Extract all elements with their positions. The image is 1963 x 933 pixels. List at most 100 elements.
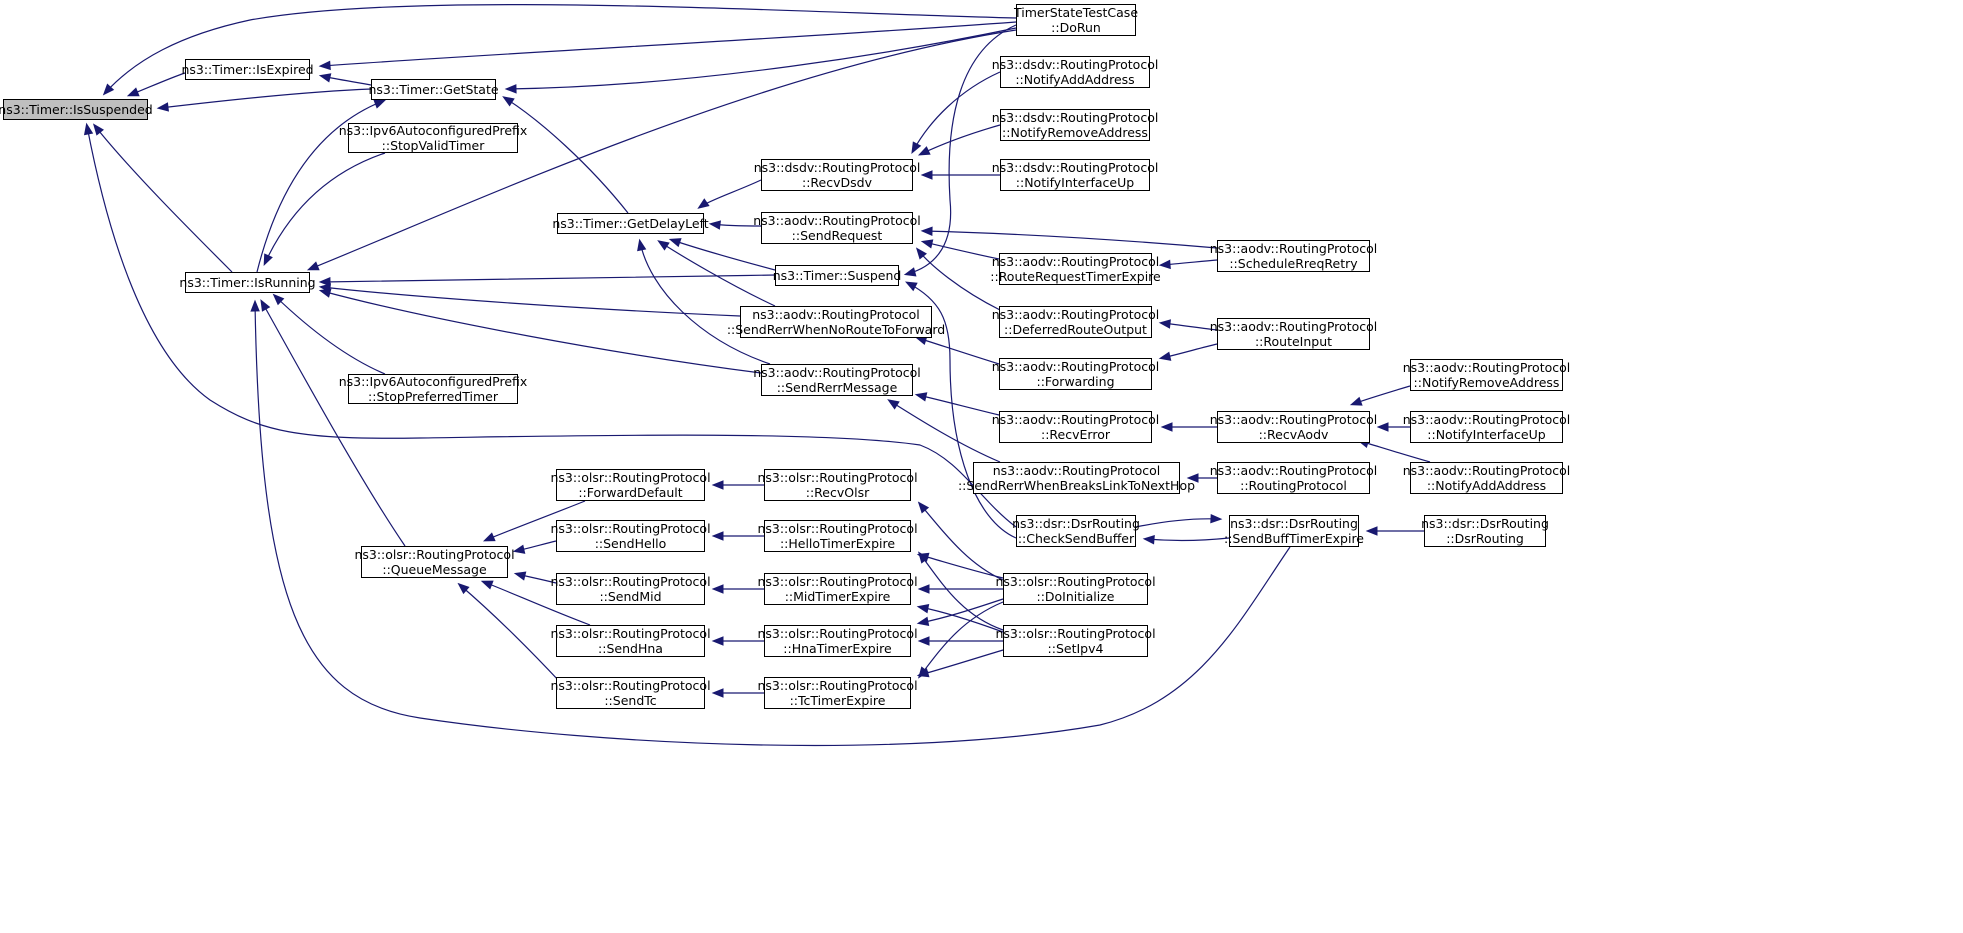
edge-aodv-send-rerr-msg-to-is-running: [318, 288, 762, 374]
node-dsr-send-buff-timer[interactable]: ns3::dsr::DsrRouting::SendBuffTimerExpir…: [1224, 515, 1364, 547]
node-aodv-recv-error[interactable]: ns3::aodv::RoutingProtocol::RecvError: [992, 411, 1159, 443]
node-olsr-queue-message[interactable]: ns3::olsr::RoutingProtocol::QueueMessage: [354, 546, 515, 578]
edge-dsdv-notify-add-to-dsdv-recv: [911, 71, 1001, 154]
edge-timer-state-test-to-is-expired: [318, 21, 1017, 71]
edge-olsr-do-initialize-to-olsr-hello-timer: [916, 552, 1004, 579]
node-dsdv-notify-remove[interactable]: ns3::dsdv::RoutingProtocol::NotifyRemove…: [992, 109, 1158, 141]
node-label: ::StopPreferredTimer: [368, 389, 498, 404]
edge-olsr-send-hello-to-olsr-queue-message: [512, 540, 557, 554]
node-aodv-notify-if-up[interactable]: ns3::aodv::RoutingProtocol::NotifyInterf…: [1403, 411, 1570, 443]
edge-olsr-set-ipv4-to-olsr-mid-timer: [916, 603, 1004, 633]
edge-olsr-mid-timer-to-olsr-send-mid: [711, 584, 764, 594]
edge-olsr-do-initialize-to-olsr-recv-olsr: [917, 501, 1004, 581]
edge-olsr-do-initialize-to-olsr-tc-timer: [917, 601, 1004, 679]
node-olsr-recv-olsr[interactable]: ns3::olsr::RoutingProtocol::RecvOlsr: [757, 469, 918, 501]
node-label: ns3::aodv::RoutingProtocol: [1402, 412, 1571, 427]
edge-aodv-deferred-route-to-aodv-send-request: [915, 247, 1001, 311]
node-olsr-send-hello[interactable]: ns3::olsr::RoutingProtocol::SendHello: [550, 520, 711, 552]
node-label: ns3::aodv::RoutingProtocol: [1209, 463, 1378, 478]
node-ipv6-stop-valid[interactable]: ns3::Ipv6AutoconfiguredPrefix::StopValid…: [339, 123, 527, 153]
node-label: ns3::Timer::GetState: [368, 82, 499, 97]
node-olsr-send-hna[interactable]: ns3::olsr::RoutingProtocol::SendHna: [550, 625, 711, 657]
node-olsr-forward-default[interactable]: ns3::olsr::RoutingProtocol::ForwardDefau…: [550, 469, 711, 501]
node-label: ns3::Ipv6AutoconfiguredPrefix: [338, 374, 528, 389]
node-ipv6-stop-preferred[interactable]: ns3::Ipv6AutoconfiguredPrefix::StopPrefe…: [339, 374, 527, 404]
node-label: ::SendRerrWhenBreaksLinkToNextHop: [957, 478, 1196, 493]
edge-timer-state-test-to-is-suspended: [102, 3, 1017, 96]
edge-ipv6-stop-preferred-to-is-running: [272, 293, 386, 375]
edge-get-delay-left-to-get-state: [502, 96, 629, 214]
node-label: ::SendRerrMessage: [776, 380, 898, 395]
node-aodv-routing-protocol[interactable]: ns3::aodv::RoutingProtocol::RoutingProto…: [1210, 462, 1377, 494]
node-dsdv-recv[interactable]: ns3::dsdv::RoutingProtocol::RecvDsdv: [754, 159, 920, 191]
node-aodv-send-rerr-msg[interactable]: ns3::aodv::RoutingProtocol::SendRerrMess…: [753, 364, 921, 396]
node-dsdv-notify-if-up[interactable]: ns3::dsdv::RoutingProtocol::NotifyInterf…: [992, 159, 1158, 191]
node-timer-suspend[interactable]: ns3::Timer::Suspend: [772, 265, 902, 286]
node-aodv-send-request[interactable]: ns3::aodv::RoutingProtocol::SendRequest: [753, 212, 921, 244]
node-aodv-send-rerr-breaks[interactable]: ns3::aodv::RoutingProtocol::SendRerrWhen…: [958, 462, 1195, 494]
node-label: ::NotifyAddAddress: [1426, 478, 1547, 493]
node-is-running[interactable]: ns3::Timer::IsRunning: [179, 272, 316, 293]
edge-aodv-send-request-to-get-delay-left: [708, 220, 762, 230]
node-aodv-notify-add[interactable]: ns3::aodv::RoutingProtocol::NotifyAddAdd…: [1403, 462, 1570, 494]
node-is-suspended: ns3::Timer::IsSuspended: [0, 99, 153, 120]
node-label: ns3::dsr::DsrRouting: [1421, 516, 1549, 531]
node-dsdv-notify-add[interactable]: ns3::dsdv::RoutingProtocol::NotifyAddAdd…: [992, 56, 1158, 88]
node-label: ns3::olsr::RoutingProtocol: [757, 626, 918, 641]
edge-olsr-hna-timer-to-olsr-send-hna: [711, 636, 764, 646]
node-label: ns3::olsr::RoutingProtocol: [550, 574, 711, 589]
node-get-state[interactable]: ns3::Timer::GetState: [368, 79, 499, 100]
node-label: ns3::dsdv::RoutingProtocol: [991, 160, 1159, 175]
edge-aodv-route-input-to-aodv-forwarding: [1158, 343, 1218, 361]
edge-aodv-recv-error-to-aodv-send-rerr-msg: [914, 392, 1000, 416]
edge-aodv-route-request-timer-to-aodv-send-request: [920, 239, 1000, 260]
edge-aodv-send-rerr-breaks-to-aodv-send-rerr-msg: [887, 399, 1001, 463]
node-label: ns3::Timer::IsRunning: [179, 275, 316, 290]
edge-aodv-send-rerr-no-route-to-get-delay-left: [657, 240, 776, 307]
node-label: ::SendRequest: [791, 228, 883, 243]
edge-olsr-set-ipv4-to-olsr-tc-timer: [916, 649, 1004, 678]
node-aodv-recv-aodv[interactable]: ns3::aodv::RoutingProtocol::RecvAodv: [1210, 411, 1377, 443]
node-olsr-send-tc[interactable]: ns3::olsr::RoutingProtocol::SendTc: [550, 677, 711, 709]
node-olsr-set-ipv4[interactable]: ns3::olsr::RoutingProtocol::SetIpv4: [995, 625, 1156, 657]
node-label: ::RouteInput: [1254, 334, 1333, 349]
node-get-delay-left[interactable]: ns3::Timer::GetDelayLeft: [552, 213, 709, 234]
node-label: ns3::Timer::Suspend: [772, 268, 902, 283]
node-label: ns3::dsr::DsrRouting: [1012, 516, 1140, 531]
node-label: ns3::aodv::RoutingProtocol: [992, 463, 1161, 478]
node-aodv-schedule-rreq[interactable]: ns3::aodv::RoutingProtocol::ScheduleRreq…: [1210, 240, 1377, 272]
node-label: ::NotifyAddAddress: [1015, 72, 1135, 87]
node-dsr-dsr-routing[interactable]: ns3::dsr::DsrRouting::DsrRouting: [1421, 515, 1549, 547]
node-label: ::TcTimerExpire: [789, 693, 886, 708]
node-label: ns3::aodv::RoutingProtocol: [991, 412, 1160, 427]
node-olsr-hello-timer[interactable]: ns3::olsr::RoutingProtocol::HelloTimerEx…: [757, 520, 918, 552]
node-label: ::RecvAodv: [1258, 427, 1329, 442]
node-aodv-route-request-timer[interactable]: ns3::aodv::RoutingProtocol::RouteRequest…: [990, 253, 1161, 285]
edge-aodv-schedule-rreq-to-aodv-route-request-timer: [1158, 259, 1218, 270]
node-label: ::NotifyRemoveAddress: [1413, 375, 1560, 390]
node-label: ns3::dsr::DsrRouting: [1230, 516, 1358, 531]
node-olsr-do-initialize[interactable]: ns3::olsr::RoutingProtocol::DoInitialize: [995, 573, 1156, 605]
node-olsr-tc-timer[interactable]: ns3::olsr::RoutingProtocol::TcTimerExpir…: [757, 677, 918, 709]
node-aodv-notify-remove[interactable]: ns3::aodv::RoutingProtocol::NotifyRemove…: [1403, 359, 1570, 391]
node-olsr-hna-timer[interactable]: ns3::olsr::RoutingProtocol::HnaTimerExpi…: [757, 625, 918, 657]
node-label: ::ForwardDefault: [578, 485, 683, 500]
edge-aodv-route-input-to-aodv-deferred-route: [1158, 319, 1218, 331]
node-is-expired[interactable]: ns3::Timer::IsExpired: [181, 59, 314, 80]
node-label: ns3::olsr::RoutingProtocol: [757, 470, 918, 485]
node-aodv-deferred-route[interactable]: ns3::aodv::RoutingProtocol::DeferredRout…: [992, 306, 1159, 338]
node-timer-state-test[interactable]: TimerStateTestCase::DoRun: [1014, 4, 1138, 36]
node-label: ::SendMid: [599, 589, 662, 604]
node-aodv-forwarding[interactable]: ns3::aodv::RoutingProtocol::Forwarding: [992, 358, 1159, 390]
edge-timer-state-test-to-timer-suspend: [903, 24, 1017, 277]
node-olsr-mid-timer[interactable]: ns3::olsr::RoutingProtocol::MidTimerExpi…: [757, 573, 918, 605]
edge-timer-suspend-to-get-delay-left: [668, 238, 776, 271]
node-aodv-route-input[interactable]: ns3::aodv::RoutingProtocol::RouteInput: [1210, 318, 1377, 350]
node-label: ns3::olsr::RoutingProtocol: [995, 626, 1156, 641]
edge-olsr-send-mid-to-olsr-queue-message: [513, 571, 557, 584]
node-olsr-send-mid[interactable]: ns3::olsr::RoutingProtocol::SendMid: [550, 573, 711, 605]
edge-is-running-to-get-state: [256, 99, 387, 273]
node-dsr-check-send-buffer[interactable]: ns3::dsr::DsrRouting::CheckSendBuffer: [1012, 515, 1140, 547]
edge-olsr-forward-default-to-olsr-queue-message: [482, 500, 586, 542]
node-aodv-send-rerr-no-route[interactable]: ns3::aodv::RoutingProtocol::SendRerrWhen…: [727, 306, 945, 338]
